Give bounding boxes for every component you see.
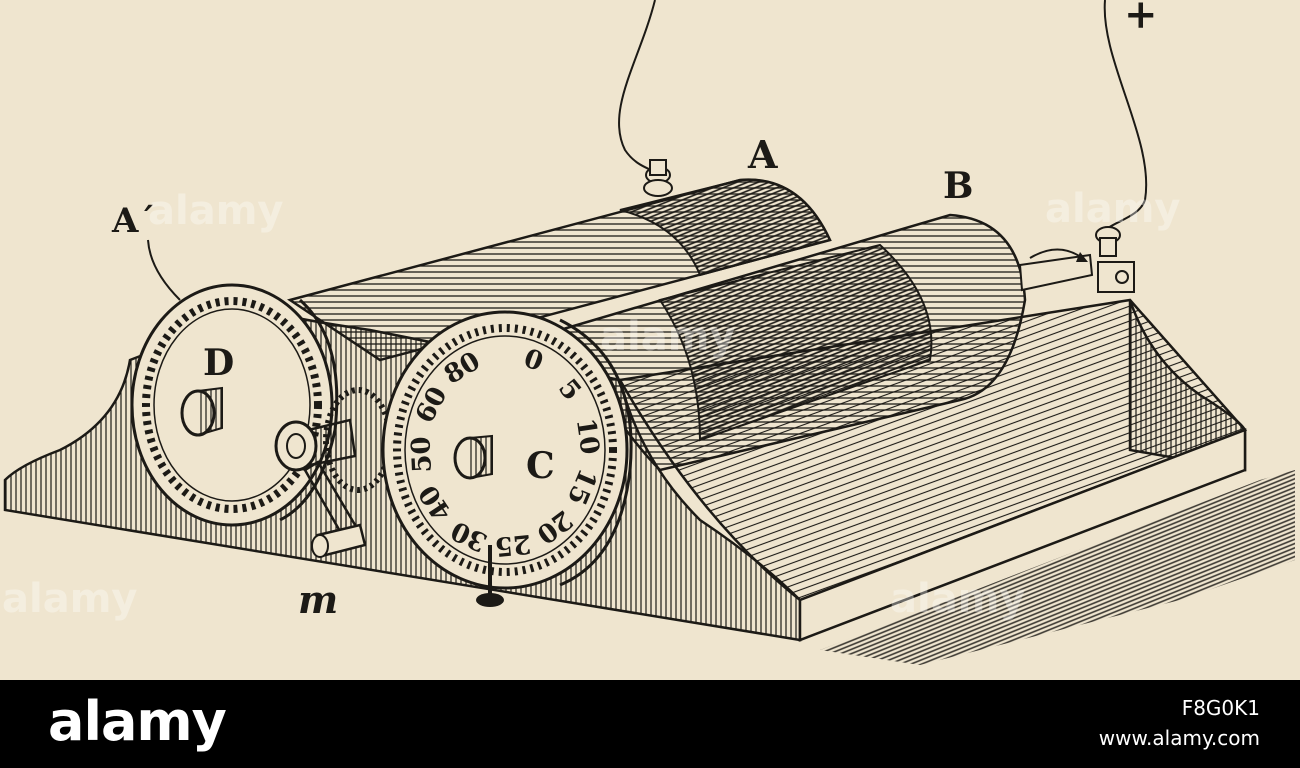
label-a-top: A [747, 132, 778, 177]
label-c: C [526, 445, 555, 487]
watermark: alamy [1045, 186, 1180, 232]
label-a-prime: A´ [111, 201, 155, 241]
image-id: F8G0K1 [1181, 696, 1260, 720]
dial-c-number: 50 [406, 436, 438, 474]
negative-wire [618, 0, 656, 173]
label-m: m [298, 577, 338, 622]
label-d: D [203, 342, 234, 384]
binding-post-right [1095, 226, 1135, 293]
crank-handle[interactable] [274, 418, 367, 558]
watermark: alamy [600, 314, 735, 360]
positive-wire [1103, 0, 1148, 229]
watermark: alamy [148, 188, 283, 234]
site-url: www.alamy.com [1098, 726, 1260, 750]
label-b: B [943, 165, 973, 207]
watermark: alamy [2, 576, 137, 622]
primary-coil-dark-band [619, 178, 832, 277]
base-shadow [820, 470, 1295, 665]
binding-post-left [643, 159, 673, 197]
dial-c-number: 10 [570, 416, 605, 456]
brand-logo: alamy [48, 690, 227, 753]
stock-footer: alamy F8G0K1 www.alamy.com [0, 680, 1300, 768]
dial-pointer [476, 545, 504, 607]
label-plus: + [1124, 0, 1158, 38]
watermark: alamy [890, 576, 1025, 622]
dial-c-number: 25 [493, 528, 532, 561]
secondary-coil-windings [658, 243, 933, 442]
